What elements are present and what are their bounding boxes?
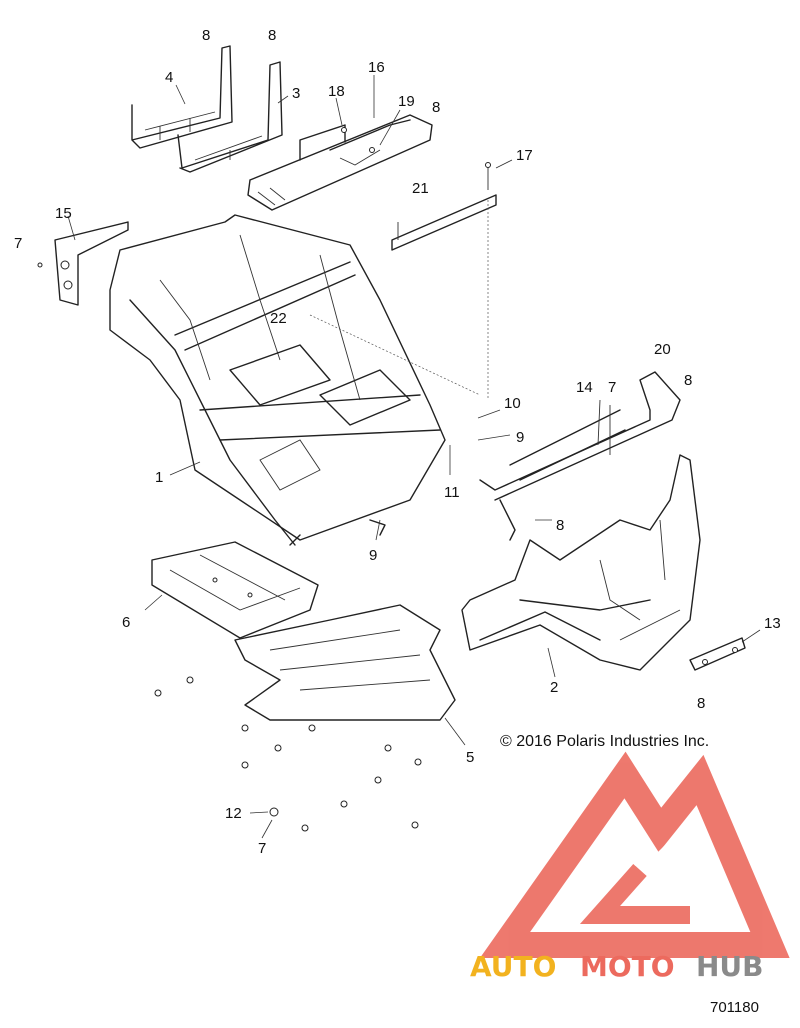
callout-12: 12 [225, 805, 242, 822]
callout-6: 6 [122, 614, 130, 631]
callout-4: 4 [165, 69, 173, 86]
callout-8: 8 [556, 517, 564, 534]
fastener-clips [154, 676, 422, 832]
copyright-text: © 2016 Polaris Industries Inc. [500, 733, 709, 750]
callout-17: 17 [516, 147, 533, 164]
callout-8: 8 [202, 27, 210, 44]
callout-1: 1 [155, 469, 163, 486]
callout-11: 11 [444, 484, 460, 501]
callout-15: 15 [55, 205, 72, 222]
part-rear-subframe [461, 454, 701, 671]
part-rail-21 [391, 162, 497, 251]
callout-9: 9 [369, 547, 377, 564]
callout-7: 7 [14, 235, 22, 252]
watermark-text: AUTO MOTO HUB [470, 950, 764, 983]
callout-2: 2 [550, 679, 558, 696]
part-bracket-15 [37, 221, 129, 306]
watermark-auto: AUTO [470, 950, 556, 983]
part-skid-plate-rear [234, 604, 456, 721]
callout-8: 8 [432, 99, 440, 116]
callout-7: 7 [258, 840, 266, 857]
part-seat-bracket-right [177, 61, 283, 173]
callout-16: 16 [368, 59, 385, 76]
callout-labels: 8 8 4 3 16 18 19 8 17 21 15 7 22 20 14 7… [14, 27, 781, 857]
part-seat-frame [247, 114, 433, 211]
part-skid-plate-front [151, 541, 319, 639]
callout-18: 18 [328, 83, 345, 100]
part-main-frame [109, 214, 446, 546]
callout-13: 13 [764, 615, 781, 632]
watermark-moto: MOTO [580, 950, 675, 983]
leader-lines [67, 75, 761, 839]
callout-7: 7 [608, 379, 616, 396]
part-seat-bracket-left [131, 45, 233, 149]
callout-5: 5 [466, 749, 474, 766]
callout-10: 10 [504, 395, 521, 412]
callout-8: 8 [684, 372, 692, 389]
callout-20: 20 [654, 341, 671, 358]
part-rear-rail [479, 371, 681, 541]
callout-8: 8 [268, 27, 276, 44]
part-bracket-13 [689, 637, 746, 671]
callout-21: 21 [412, 180, 429, 197]
callout-19: 19 [398, 93, 415, 110]
callout-3: 3 [292, 85, 300, 102]
callout-9: 9 [516, 429, 524, 446]
callout-14: 14 [576, 379, 593, 396]
watermark-hub: HUB [696, 950, 764, 983]
callout-8: 8 [697, 695, 705, 712]
watermark-logo-icon [479, 751, 790, 958]
reference-number: 701180 [710, 999, 759, 1016]
callout-22: 22 [270, 310, 287, 327]
